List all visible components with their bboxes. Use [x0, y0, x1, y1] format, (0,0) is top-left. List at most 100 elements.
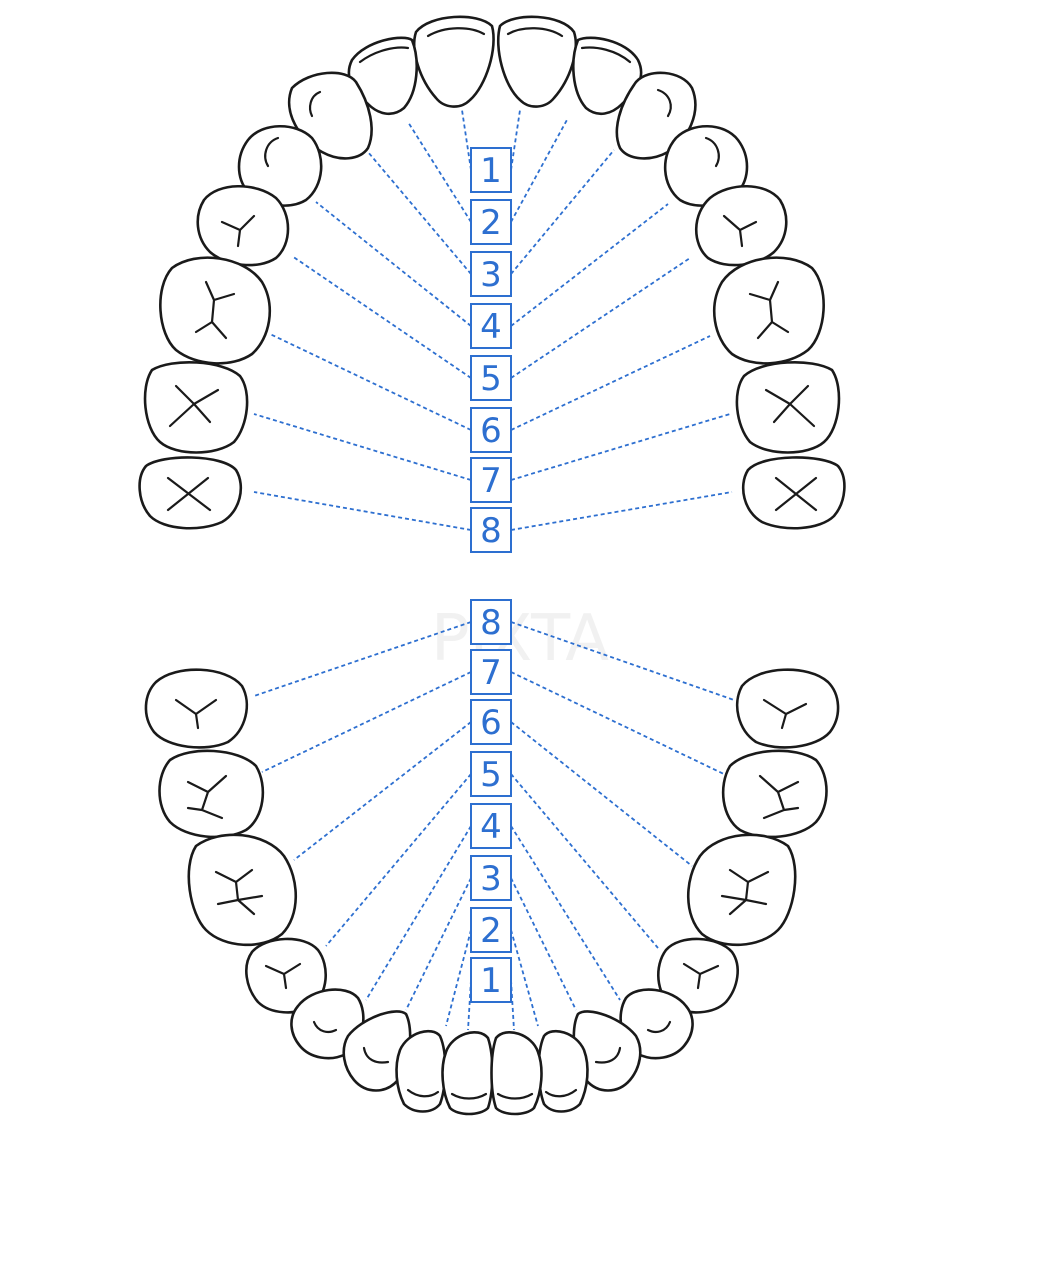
lower-left-lateral-incisor-edge [544, 1088, 578, 1098]
upper-left-first-premolar-groove [704, 136, 720, 168]
lower-number-column: 8 7 6 5 4 3 2 1 [470, 599, 512, 1003]
upper-left-lateral-incisor-edge [580, 46, 632, 64]
upper-left-second-premolar-groove [722, 214, 758, 248]
upper-leader-right-2 [510, 117, 569, 223]
lower-left-canine-groove [594, 1046, 622, 1064]
upper-right-first-molar [159, 256, 272, 365]
lower-number-2: 2 [480, 911, 502, 951]
upper-right-canine-groove [309, 90, 322, 118]
lower-right-central-incisor [441, 1031, 494, 1116]
lower-leader-left-2 [445, 929, 472, 1027]
lower-leader-right-6 [510, 721, 693, 867]
upper-number-box-4 [470, 303, 512, 349]
upper-leader-left-7 [253, 413, 472, 481]
lower-leader-left-7 [261, 671, 472, 773]
upper-leader-right-4 [510, 203, 669, 327]
lower-right-second-premolar-groove [264, 962, 302, 990]
upper-number-column: 1 2 3 4 5 6 7 8 [470, 147, 512, 553]
lower-arch [144, 668, 840, 1116]
upper-number-box-8 [470, 507, 512, 553]
upper-leader-left-3 [367, 151, 472, 275]
upper-right-lateral-incisor-edge [358, 46, 410, 64]
upper-leader-right-1 [510, 109, 521, 171]
lower-right-third-molar-groove [174, 698, 218, 730]
lower-leader-left-3 [405, 877, 472, 1011]
lower-number-1: 1 [480, 961, 502, 1001]
upper-leader-left-8 [253, 491, 472, 531]
lower-number-box-7 [470, 649, 512, 695]
upper-right-second-molar-groove [168, 384, 220, 428]
lower-left-second-molar [721, 749, 828, 839]
lower-left-lateral-incisor [537, 1029, 589, 1113]
upper-number-8: 8 [480, 511, 502, 551]
upper-number-2: 2 [480, 203, 502, 243]
lower-right-central-incisor-edge [450, 1092, 488, 1100]
upper-number-box-6 [470, 407, 512, 453]
lower-left-central-incisor-edge [496, 1092, 534, 1100]
upper-right-first-premolar [237, 125, 323, 207]
upper-left-third-molar-groove [774, 476, 818, 512]
lower-leader-left-6 [293, 721, 472, 861]
lower-number-6: 6 [480, 703, 502, 743]
upper-leader-right-3 [510, 149, 615, 275]
lower-leader-right-5 [510, 773, 659, 949]
lower-left-first-molar-groove [720, 868, 770, 916]
lower-number-box-3 [470, 855, 512, 901]
upper-number-box-2 [470, 199, 512, 245]
upper-leader-left-2 [407, 121, 472, 223]
upper-leader-right-7 [510, 413, 731, 481]
upper-left-central-incisor-edge [506, 27, 564, 38]
upper-leader-right-6 [510, 335, 711, 431]
upper-leader-left-6 [269, 333, 472, 431]
upper-leader-left-4 [315, 201, 472, 327]
lower-number-4: 4 [480, 807, 502, 847]
lower-leader-right-2 [510, 929, 539, 1027]
lower-leader-left-8 [253, 621, 472, 697]
lower-number-3: 3 [480, 859, 502, 899]
upper-number-box-5 [470, 355, 512, 401]
lower-right-first-premolar-groove [312, 1020, 338, 1033]
upper-right-central-incisor [412, 15, 495, 108]
upper-number-box-1 [470, 147, 512, 193]
upper-arch [138, 15, 846, 530]
lower-left-central-incisor [490, 1031, 543, 1116]
leader-lines [253, 109, 735, 1031]
lower-left-third-molar-groove [762, 698, 808, 730]
lower-number-7: 7 [480, 653, 502, 693]
upper-right-third-molar-groove [166, 476, 212, 512]
lower-right-lateral-incisor-edge [406, 1088, 440, 1098]
lower-leader-right-8 [510, 621, 735, 701]
lower-left-first-molar [686, 833, 797, 947]
lower-leader-right-3 [510, 877, 577, 1011]
lower-right-second-molar-groove [186, 774, 228, 820]
lower-leader-right-7 [510, 671, 729, 777]
upper-number-4: 4 [480, 307, 502, 347]
lower-right-first-molar-groove [214, 868, 264, 916]
lower-number-box-6 [470, 699, 512, 745]
lower-left-third-molar [735, 668, 840, 749]
upper-leader-left-1 [461, 109, 472, 171]
upper-left-canine-groove [656, 88, 672, 118]
upper-leader-left-5 [291, 255, 472, 379]
lower-number-box-1 [470, 957, 512, 1003]
lower-right-first-molar [187, 833, 298, 947]
upper-number-6: 6 [480, 411, 502, 451]
lower-number-box-4 [470, 803, 512, 849]
lower-leader-right-4 [510, 825, 621, 1001]
watermark: PIXTA [431, 602, 609, 676]
lower-number-5: 5 [480, 755, 502, 795]
lower-number-box-8 [470, 599, 512, 645]
upper-right-central-incisor-edge [426, 27, 486, 38]
upper-right-second-premolar-groove [220, 214, 256, 248]
upper-left-second-premolar [695, 184, 788, 267]
upper-leader-right-5 [510, 257, 691, 379]
upper-number-3: 3 [480, 255, 502, 295]
lower-leader-left-4 [365, 825, 472, 1001]
upper-number-1: 1 [480, 151, 502, 191]
upper-right-first-molar-groove [194, 280, 236, 340]
lower-left-first-premolar-groove [646, 1020, 672, 1033]
lower-right-second-molar [158, 749, 265, 839]
lower-leader-left-5 [325, 773, 472, 947]
lower-right-third-molar [144, 668, 249, 749]
